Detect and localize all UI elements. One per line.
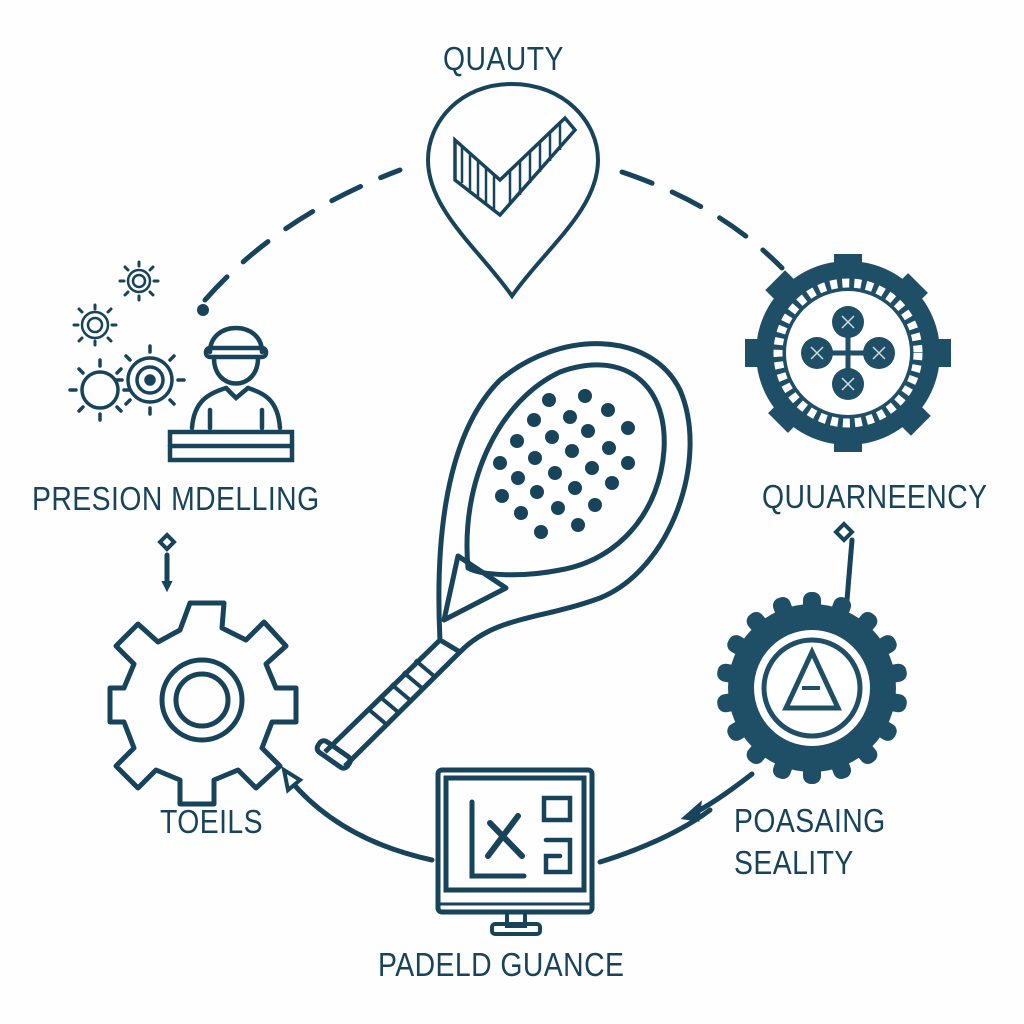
node-label-presion: PRESION MDELLING: [32, 480, 320, 517]
node-label-poasaing-line1: POASAING: [734, 802, 886, 839]
monitor-chart-icon: [435, 767, 595, 936]
gear-triangle-icon: [717, 592, 907, 784]
node-label-poasaing-line2: SEALITY: [734, 844, 854, 881]
connector-quality-quarneency: [619, 169, 785, 271]
node-label-quarneency: QUUARNEENCY: [762, 478, 988, 515]
node-label-quality: QUAUTY: [443, 40, 564, 77]
worker-gears-icon: [68, 260, 295, 463]
connector-padeld-toeils: [287, 777, 435, 863]
padel-racket-icon: [314, 341, 693, 771]
checkmark-pin-icon: [425, 81, 601, 300]
node-label-toeils: TOEILS: [160, 803, 264, 840]
connector-presion-quality: [202, 167, 403, 303]
connector-quarneency-poasaing: [844, 537, 855, 603]
node-label-poasaing: POASAING SEALITY: [734, 800, 886, 884]
gear-outline-icon: [107, 600, 299, 807]
connector-padeld-right: [597, 807, 713, 865]
node-label-padeld: PADELD GUANCE: [378, 946, 625, 983]
gear-network-icon: [745, 254, 951, 452]
